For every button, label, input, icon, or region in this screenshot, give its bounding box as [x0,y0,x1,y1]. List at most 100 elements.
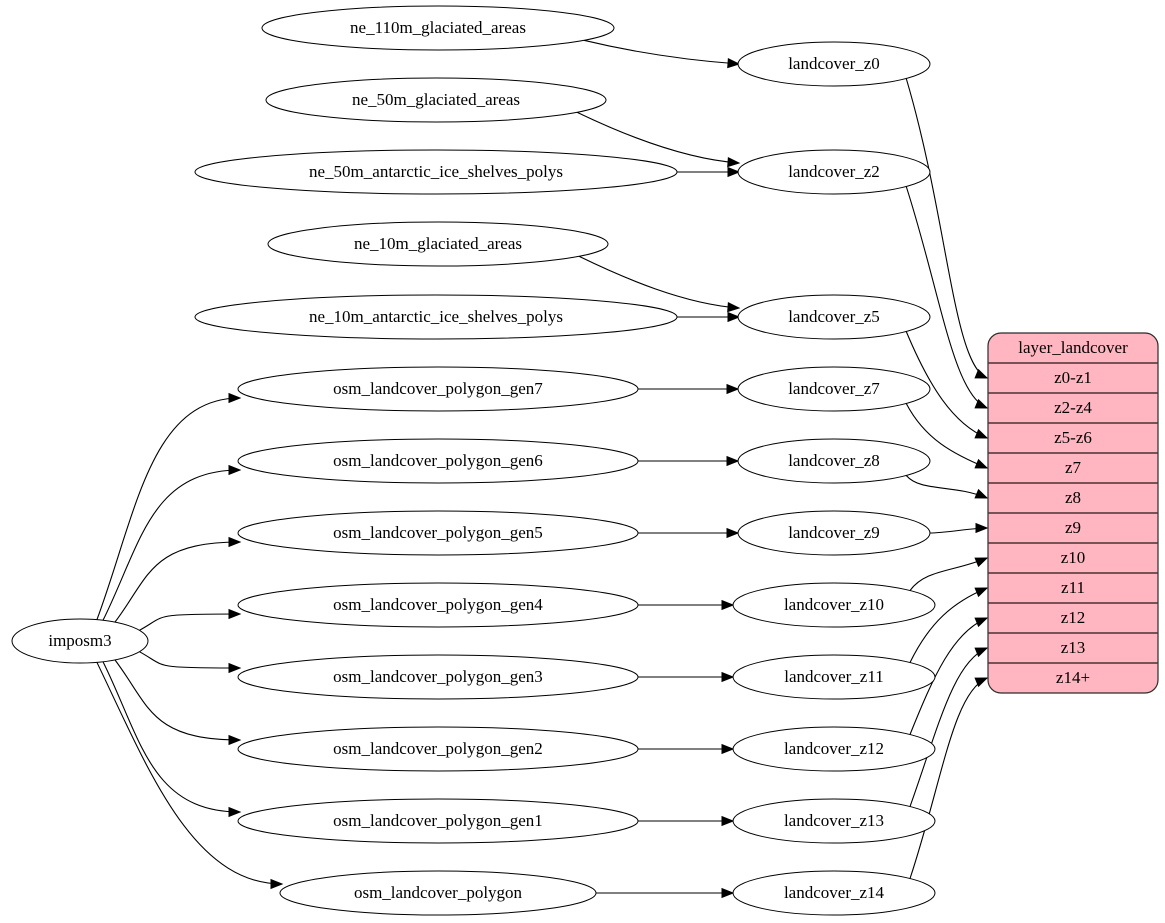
layer-table-row-z7[interactable]: z7 [1065,458,1082,477]
edge-osm_landcover_polygon_gen2-to-landcover_z12 [637,743,735,755]
node-label: ne_10m_antarctic_ice_shelves_polys [309,307,563,326]
layer-table-row-label: z7 [1065,458,1082,477]
node-osm_landcover_polygon_gen5[interactable]: osm_landcover_polygon_gen5 [237,510,639,556]
node-label: osm_landcover_polygon_gen3 [333,667,543,686]
node-label: landcover_z9 [788,523,880,542]
node-landcover_z7[interactable]: landcover_z7 [737,366,931,412]
node-label: ne_110m_glaciated_areas [350,18,526,37]
node-label: osm_landcover_polygon_gen4 [333,595,543,614]
edge-imposm3-to-osm_landcover_polygon_gen4 [139,608,242,631]
node-label: osm_landcover_polygon [354,883,523,902]
node-label: landcover_z2 [788,162,880,181]
layer-table-row-z2-z4[interactable]: z2-z4 [1054,398,1092,417]
edge-ne_50m_glaciated_areas-to-landcover_z2 [576,111,741,168]
node-ne_110m_glaciated_areas[interactable]: ne_110m_glaciated_areas [261,5,615,51]
node-label: landcover_z8 [788,451,880,470]
node-osm_landcover_polygon_gen2[interactable]: osm_landcover_polygon_gen2 [237,726,639,772]
layer-landcover-table[interactable]: layer_landcover z0-z1 z2-z4 z5-z6 z7 z8 z9 z10 z… [987,332,1159,694]
layer-table-row-z8[interactable]: z8 [1065,488,1081,507]
layer-table-row-z0-z1[interactable]: z0-z1 [1054,368,1092,387]
edge-osm_landcover_polygon_gen5-to-landcover_z9 [638,527,740,539]
edge-imposm3-to-osm_landcover_polygon_gen5 [114,536,242,623]
edge-landcover_z8-to-table-row-4 [905,475,989,499]
edge-osm_landcover_polygon_gen7-to-landcover_z7 [638,383,740,395]
node-ne_10m_antarctic_ice_shelves_polys[interactable]: ne_10m_antarctic_ice_shelves_polys [194,294,678,340]
edge-osm_landcover_polygon_gen4-to-landcover_z10 [638,599,735,611]
edge-imposm3-to-osm_landcover_polygon_gen7 [96,392,242,620]
node-label: landcover_z10 [784,595,884,614]
node-landcover_z2[interactable]: landcover_z2 [737,149,931,195]
node-ne_50m_glaciated_areas[interactable]: ne_50m_glaciated_areas [265,77,607,123]
node-osm_landcover_polygon_gen6[interactable]: osm_landcover_polygon_gen6 [237,438,639,484]
layer-table-row-z11[interactable]: z11 [1061,578,1085,597]
edge-osm_landcover_polygon_gen6-to-landcover_z8 [638,455,740,467]
edge-ne_10m_antarctic_ice_shelves_polys-to-landcover_z5 [677,311,741,323]
layer-table-row-z12[interactable]: z12 [1061,608,1086,627]
node-imposm3[interactable]: imposm3 [11,618,149,664]
edge-imposm3-to-osm_landcover_polygon_gen6 [102,464,242,621]
layer-table-row-label: z14+ [1056,668,1090,687]
edge-landcover_z7-to-table-row-3 [905,403,989,469]
layer-table-row-label: z11 [1061,578,1085,597]
edge-imposm3-to-osm_landcover_polygon_gen3 [139,651,242,674]
edge-imposm3-to-osm_landcover_polygon [96,662,284,890]
node-osm_landcover_polygon[interactable]: osm_landcover_polygon [279,870,597,916]
node-label: landcover_z5 [788,307,880,326]
node-label: landcover_z13 [784,811,884,830]
layer-table-row-z10[interactable]: z10 [1061,548,1086,567]
edge-osm_landcover_polygon-to-landcover_z14 [595,887,735,899]
edge-landcover_z11-to-table-row-7 [909,587,989,663]
edge-ne_110m_glaciated_areas-to-landcover_z0 [583,39,741,69]
node-landcover_z13[interactable]: landcover_z13 [732,798,936,844]
layer-table-row-z5-z6[interactable]: z5-z6 [1054,428,1092,447]
layer-table-row-z9[interactable]: z9 [1065,518,1081,537]
node-osm_landcover_polygon_gen3[interactable]: osm_landcover_polygon_gen3 [237,654,639,700]
layer-table-row-z13[interactable]: z13 [1061,638,1086,657]
node-osm_landcover_polygon_gen1[interactable]: osm_landcover_polygon_gen1 [237,798,639,844]
node-ne_50m_antarctic_ice_shelves_polys[interactable]: ne_50m_antarctic_ice_shelves_polys [194,149,678,195]
layer-table-row-label: z5-z6 [1054,428,1092,447]
node-label: landcover_z12 [784,739,884,758]
layer-table-row-label: z10 [1061,548,1086,567]
layer-table-row-z14+[interactable]: z14+ [1056,668,1090,687]
node-landcover_z12[interactable]: landcover_z12 [732,726,936,772]
node-label: ne_10m_glaciated_areas [354,234,522,253]
node-landcover_z11[interactable]: landcover_z11 [732,654,936,700]
node-landcover_z5[interactable]: landcover_z5 [737,294,931,340]
node-label: ne_50m_antarctic_ice_shelves_polys [309,162,563,181]
node-label: osm_landcover_polygon_gen5 [333,523,543,542]
node-label: landcover_z7 [788,379,880,398]
edge-ne_50m_antarctic_ice_shelves_polys-to-landcover_z2 [676,166,741,178]
edge-landcover_z12-to-table-row-8 [909,617,989,735]
node-landcover_z10[interactable]: landcover_z10 [732,582,936,628]
layer-table-row-label: z8 [1065,488,1081,507]
node-osm_landcover_polygon_gen7[interactable]: osm_landcover_polygon_gen7 [237,366,639,412]
nodes-layer: imposm3 ne_110m_glaciated_areas ne_50m_gla… [11,5,936,916]
edge-landcover_z0-to-table-row-0 [905,78,989,379]
node-osm_landcover_polygon_gen4[interactable]: osm_landcover_polygon_gen4 [237,582,639,628]
node-ne_10m_glaciated_areas[interactable]: ne_10m_glaciated_areas [267,221,609,267]
node-landcover_z0[interactable]: landcover_z0 [737,41,931,87]
node-label: landcover_z14 [784,883,885,902]
node-landcover_z9[interactable]: landcover_z9 [737,510,931,556]
edge-landcover_z10-to-table-row-6 [909,557,989,591]
node-label: ne_50m_glaciated_areas [352,90,520,109]
edge-imposm3-to-osm_landcover_polygon_gen2 [114,659,242,746]
edge-osm_landcover_polygon_gen1-to-landcover_z13 [638,815,735,827]
edge-landcover_z13-to-table-row-9 [909,647,989,807]
node-landcover_z14[interactable]: landcover_z14 [732,870,936,916]
layer-table-header: layer_landcover [1018,338,1128,357]
edge-landcover_z5-to-table-row-2 [905,331,989,439]
node-label: osm_landcover_polygon_gen6 [333,451,543,470]
edge-landcover_z2-to-table-row-1 [905,186,989,409]
layer-table-row-label: z2-z4 [1054,398,1092,417]
node-landcover_z8[interactable]: landcover_z8 [737,438,931,484]
node-label: landcover_z11 [784,667,883,686]
node-label: landcover_z0 [788,54,880,73]
layer-table-row-label: z0-z1 [1054,368,1092,387]
edge-osm_landcover_polygon_gen3-to-landcover_z11 [638,671,735,683]
node-label: osm_landcover_polygon_gen7 [333,379,543,398]
edge-landcover_z14-to-table-row-10 [909,677,989,879]
